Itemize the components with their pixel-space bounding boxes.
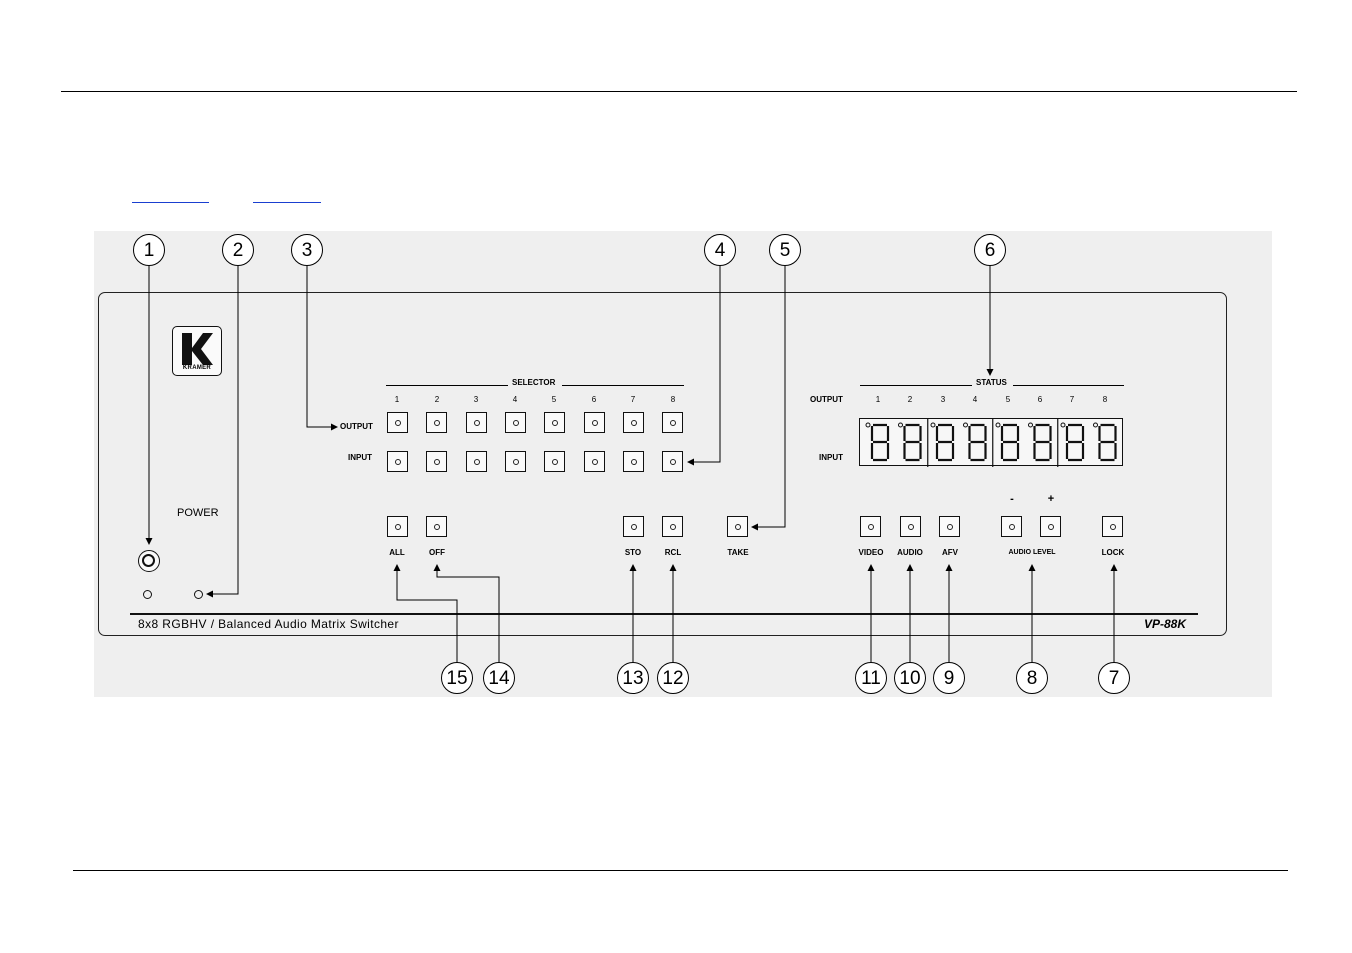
callout-4: 4 [704, 234, 736, 266]
callout-7: 7 [1098, 662, 1130, 694]
callout-5: 5 [769, 234, 801, 266]
callout-12: 12 [657, 662, 689, 694]
callout-9: 9 [933, 662, 965, 694]
callout-11: 11 [855, 662, 887, 694]
callout-1: 1 [133, 234, 165, 266]
callout-8: 8 [1016, 662, 1048, 694]
callout-13: 13 [617, 662, 649, 694]
callout-14: 14 [483, 662, 515, 694]
callout-2: 2 [222, 234, 254, 266]
callout-15: 15 [441, 662, 473, 694]
callout-10: 10 [894, 662, 926, 694]
callout-6: 6 [974, 234, 1006, 266]
callout-3: 3 [291, 234, 323, 266]
